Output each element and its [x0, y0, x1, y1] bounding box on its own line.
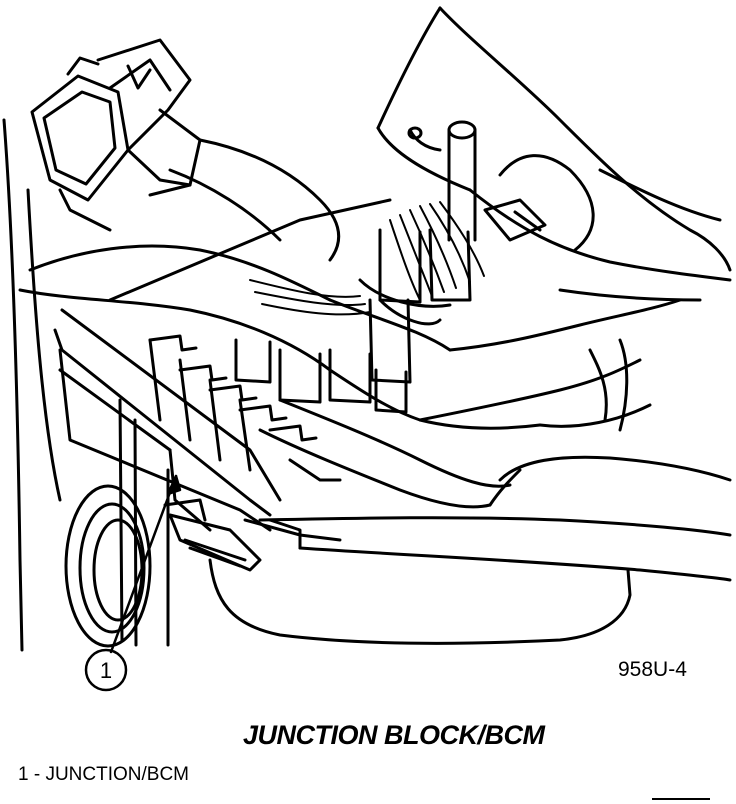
speaker-grommet	[64, 484, 152, 648]
callout-1: 1	[84, 648, 128, 692]
callout-number: 1	[100, 658, 112, 683]
end-rule	[652, 798, 710, 800]
mounting-bracket	[53, 328, 302, 572]
lower-trim-panel	[208, 455, 732, 645]
legend-item-1: 1 - JUNCTION/BCM	[18, 764, 189, 785]
wiring-harness	[18, 138, 682, 509]
figure-id: 958U-4	[618, 658, 687, 681]
junction-block-body	[58, 198, 472, 542]
figure-title: JUNCTION BLOCK/BCM	[243, 720, 545, 750]
connector-top-left	[30, 38, 202, 232]
dash-panel	[376, 6, 732, 302]
callout-leader	[109, 474, 182, 654]
column-post	[447, 120, 595, 252]
